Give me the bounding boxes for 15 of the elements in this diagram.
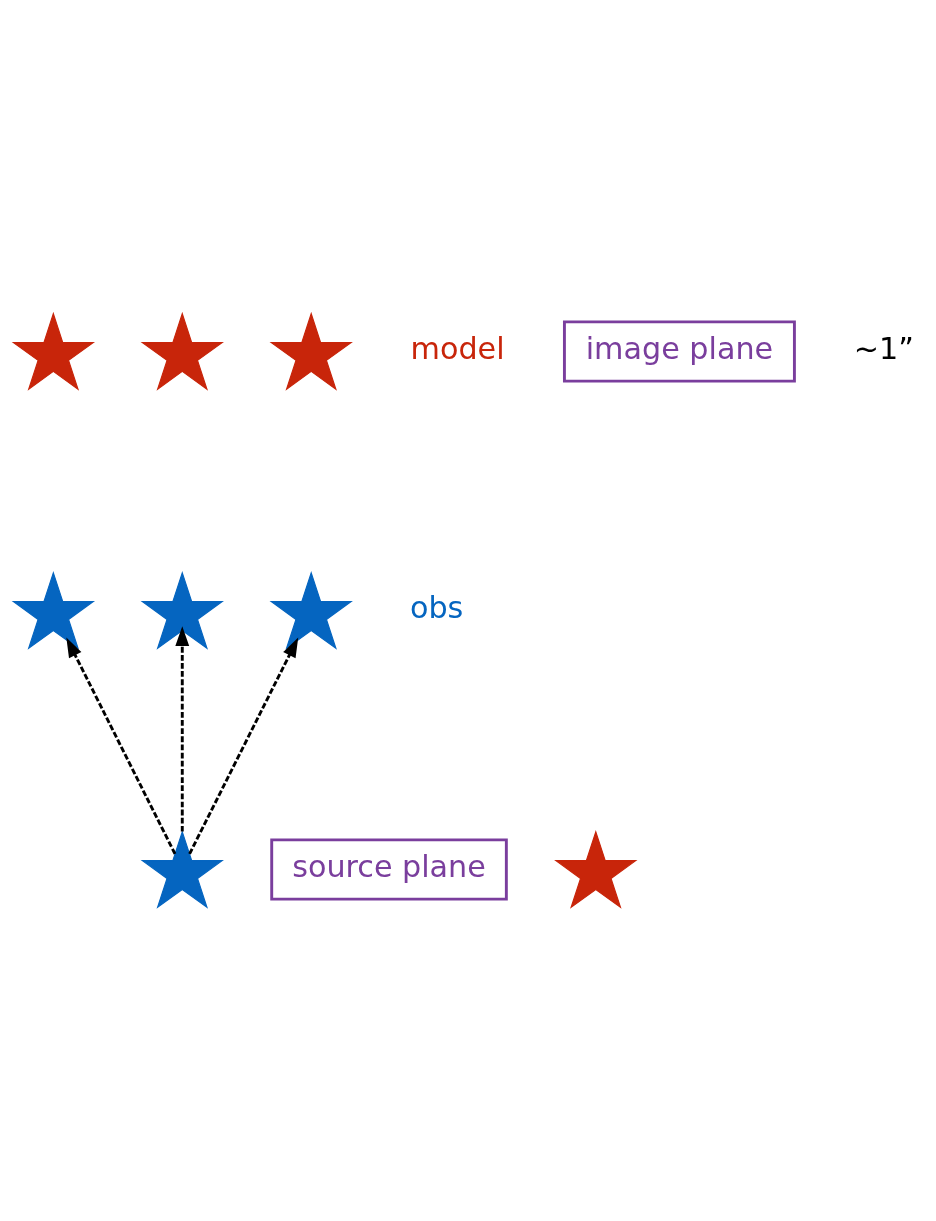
arrow <box>187 637 298 855</box>
node-box: image plane <box>562 320 796 383</box>
node-star <box>11 570 95 650</box>
node-star <box>140 311 224 391</box>
label: ~1” <box>853 330 914 366</box>
node-star <box>269 311 353 391</box>
node-star <box>553 829 637 909</box>
node-star <box>269 570 353 650</box>
arrow <box>174 626 189 832</box>
node-star <box>140 829 224 909</box>
node-box: source plane <box>269 838 508 901</box>
arrow <box>65 637 176 855</box>
label: obs <box>409 589 463 625</box>
label: model <box>410 330 505 366</box>
node-star <box>11 311 95 391</box>
